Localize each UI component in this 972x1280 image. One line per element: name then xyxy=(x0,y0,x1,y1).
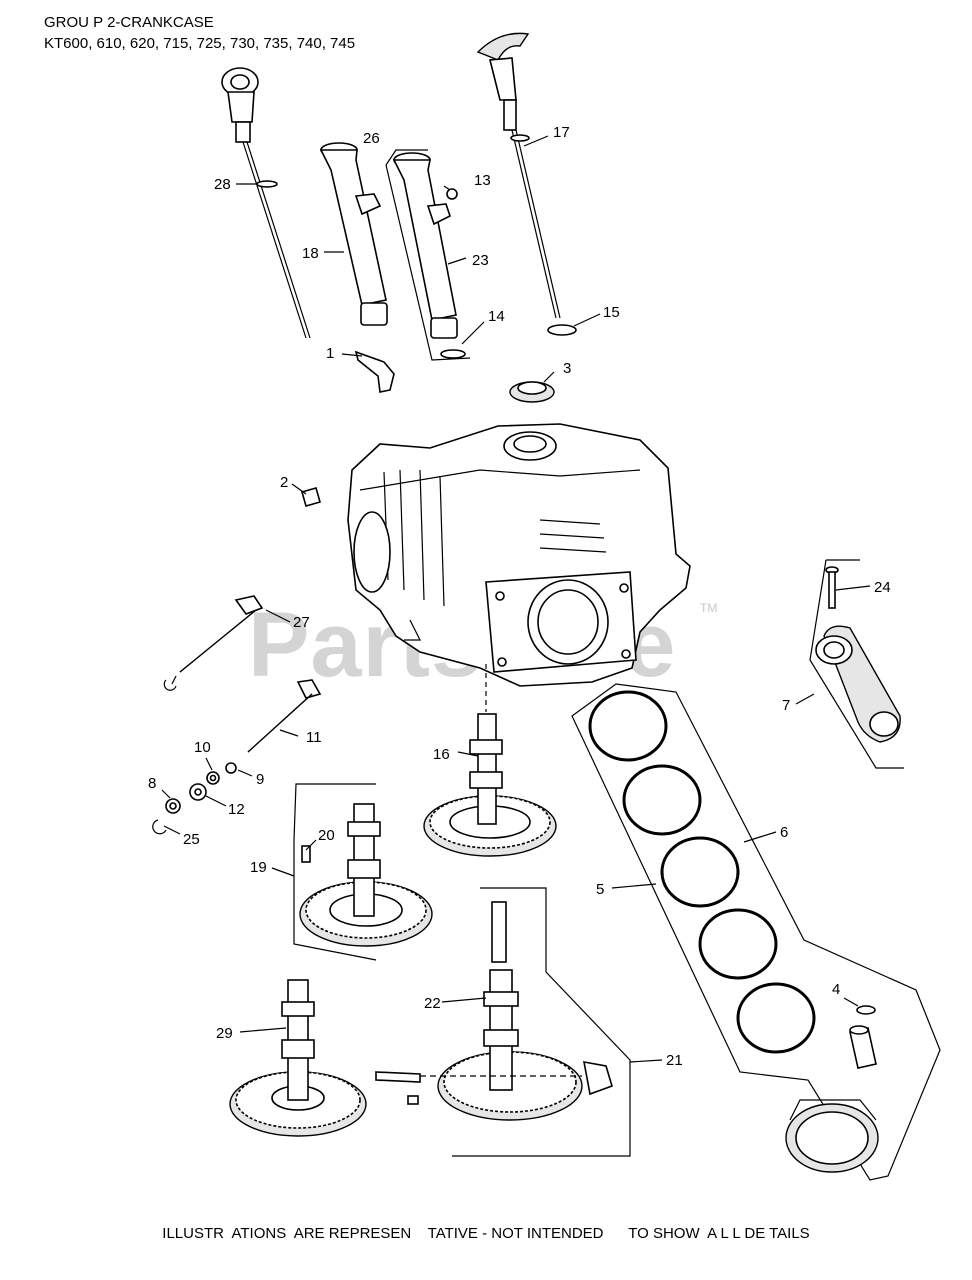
part-dipstick-tube-18[interactable] xyxy=(319,142,388,326)
part-o-ring-15[interactable] xyxy=(547,324,577,336)
callout-11: 11 xyxy=(306,729,322,746)
callout-2: 2 xyxy=(280,474,288,491)
disclaimer-footer: ILLUSTR ATIONS ARE REPRESEN TATIVE - NOT… xyxy=(162,1225,810,1242)
callout-3: 3 xyxy=(563,360,571,377)
callout-21: 21 xyxy=(666,1052,683,1069)
part-piston-pin[interactable] xyxy=(849,1025,877,1069)
callout-10: 10 xyxy=(194,739,211,756)
callout-5: 5 xyxy=(596,881,604,898)
part-governor-shaft-11[interactable] xyxy=(247,679,322,753)
bracket-26-lower xyxy=(385,164,471,361)
leader-lines xyxy=(161,135,871,1063)
callout-8: 8 xyxy=(148,775,156,792)
part-bolt-24[interactable] xyxy=(825,566,839,609)
diagram-group-title: GROU P 2-CRANKCASE xyxy=(44,14,214,31)
part-piston-rings-6[interactable] xyxy=(588,690,816,1054)
callout-20: 20 xyxy=(318,827,335,844)
callout-7: 7 xyxy=(782,697,790,714)
callout-9: 9 xyxy=(256,771,264,788)
callout-29: 29 xyxy=(216,1025,233,1042)
part-governor-shaft-27[interactable] xyxy=(163,595,264,691)
part-bracket-1[interactable] xyxy=(354,350,395,393)
callout-1: 1 xyxy=(326,345,334,362)
part-plug-2[interactable] xyxy=(301,487,321,507)
bracket-19 xyxy=(293,840,377,961)
part-clip-25[interactable] xyxy=(152,819,167,835)
part-retainer-4[interactable] xyxy=(856,1005,876,1015)
part-dipstick-28[interactable] xyxy=(221,67,311,339)
part-o-ring-14[interactable] xyxy=(440,349,466,359)
bracket-piston-kit-5 xyxy=(571,683,941,1181)
callout-23: 23 xyxy=(472,252,489,269)
bracket-7 xyxy=(809,559,904,769)
part-camshaft-19[interactable] xyxy=(299,803,433,947)
bracket-26 xyxy=(385,149,428,166)
callout-18: 18 xyxy=(302,245,319,262)
part-camshaft-16[interactable] xyxy=(423,713,557,857)
part-camshaft-22[interactable] xyxy=(375,901,613,1121)
callout-4: 4 xyxy=(832,981,840,998)
part-washer-9[interactable] xyxy=(225,762,237,774)
part-dipstick-17[interactable] xyxy=(476,32,561,319)
part-piston[interactable] xyxy=(785,1099,879,1173)
callout-15: 15 xyxy=(603,304,620,321)
callout-13: 13 xyxy=(474,172,491,189)
watermark-trademark: TM xyxy=(700,601,717,615)
callout-28: 28 xyxy=(214,176,231,193)
part-crankcase[interactable] xyxy=(347,423,691,687)
bracket-21 xyxy=(452,887,631,1157)
callout-12: 12 xyxy=(228,801,245,818)
part-connecting-rod-7[interactable] xyxy=(815,625,901,743)
callout-16: 16 xyxy=(433,746,450,763)
callout-6: 6 xyxy=(780,824,788,841)
part-camshaft-29[interactable] xyxy=(229,979,367,1137)
callout-17: 17 xyxy=(553,124,570,141)
callout-24: 24 xyxy=(874,579,891,596)
part-oil-seal-3[interactable] xyxy=(509,381,555,403)
callout-14: 14 xyxy=(488,308,505,325)
callout-26: 26 xyxy=(363,130,380,147)
callout-19: 19 xyxy=(250,859,267,876)
callout-27: 27 xyxy=(293,614,310,631)
model-list: KT600, 610, 620, 715, 725, 730, 735, 740… xyxy=(44,35,356,52)
callout-22: 22 xyxy=(424,995,441,1012)
part-dipstick-tube-23[interactable] xyxy=(392,152,458,339)
callout-25: 25 xyxy=(183,831,200,848)
